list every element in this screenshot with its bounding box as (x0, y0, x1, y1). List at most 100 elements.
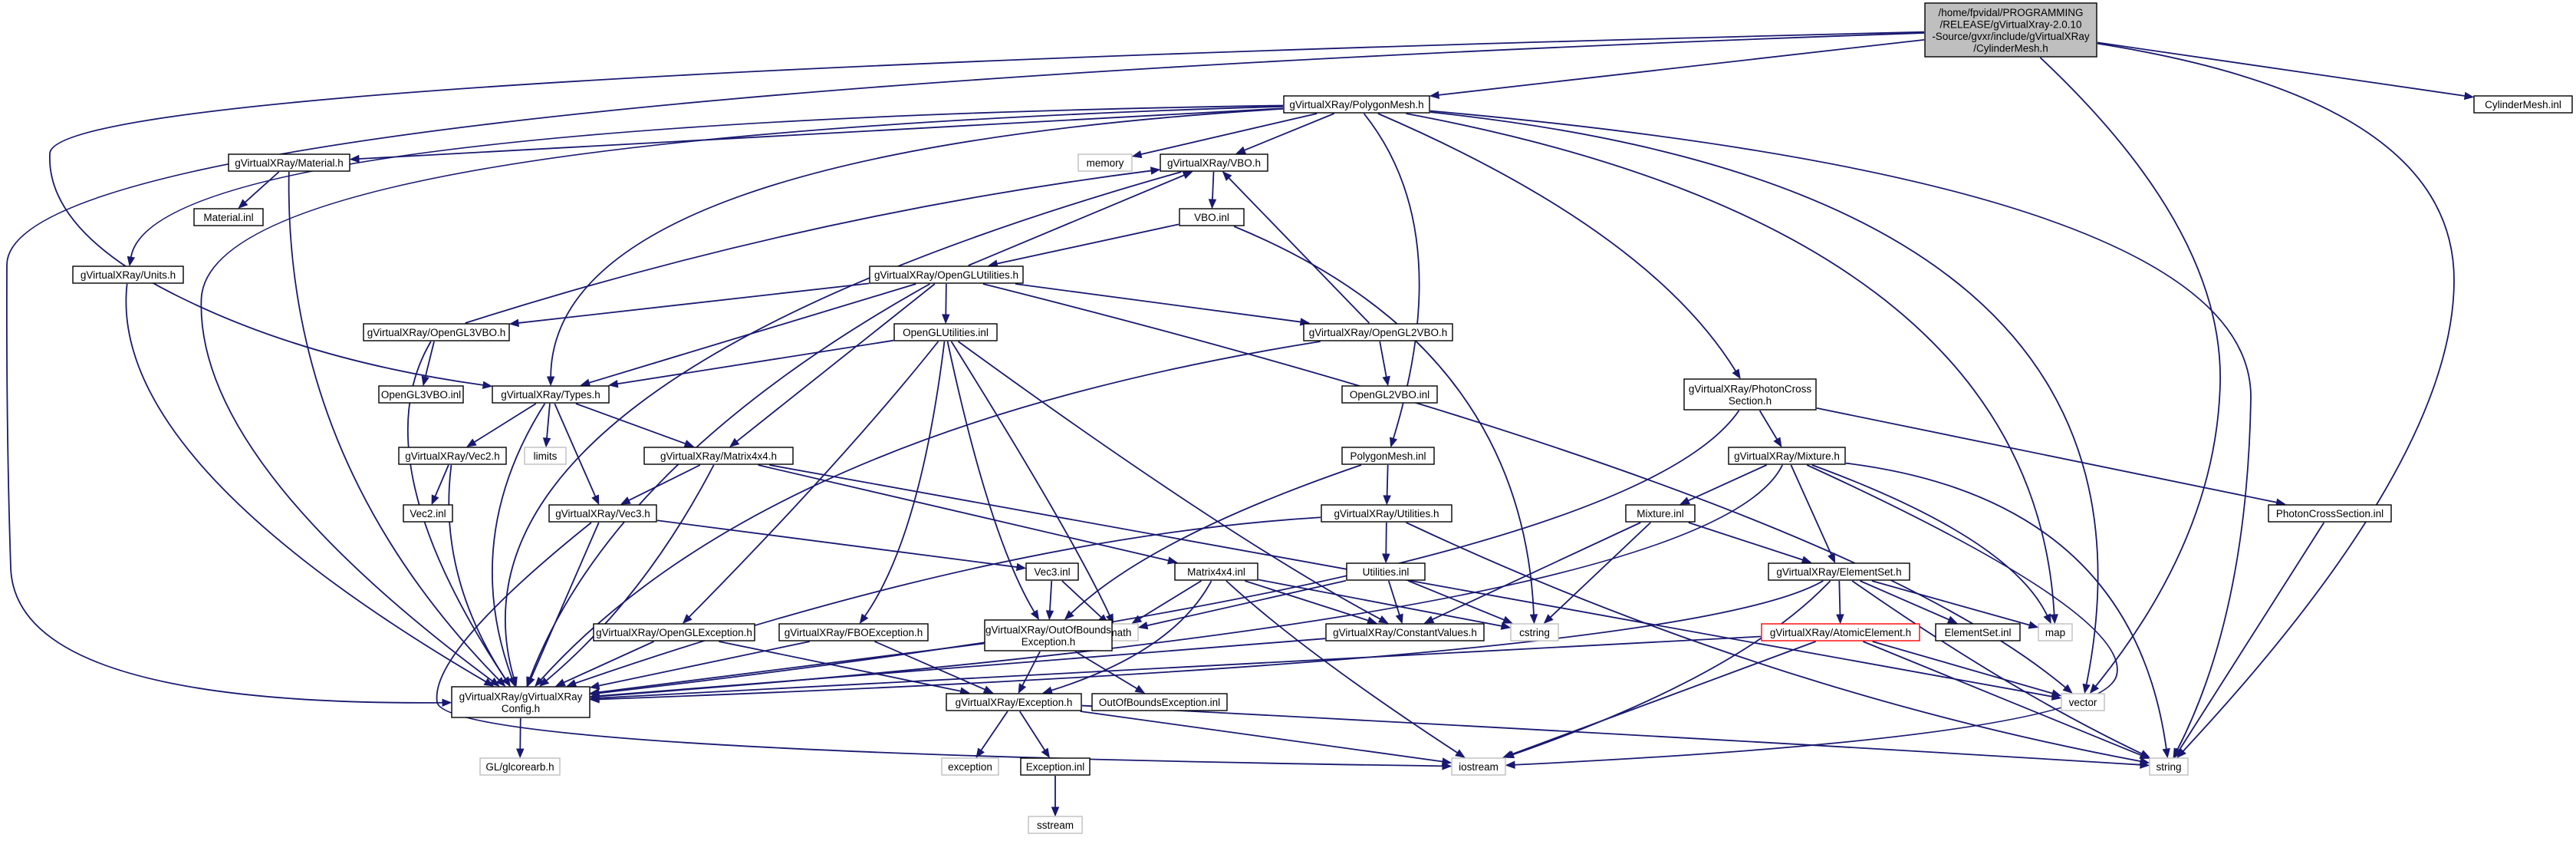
node-label: -Source/gvxr/include/gVirtualXRay (1932, 31, 2090, 42)
node-utilities-inl[interactable]: Utilities.inl (1346, 562, 1426, 581)
edge-atomicelement_h-to-vector (1872, 641, 2053, 694)
node-box (643, 447, 794, 465)
node-vec3-h[interactable]: gVirtualXRay/Vec3.h (548, 504, 657, 523)
node-box (2149, 757, 2189, 776)
edge-mixture_h-to-map (1811, 464, 2048, 616)
edge-openglutilities_h-to-types_h (588, 283, 916, 384)
node-label: Utilities.inl (1363, 566, 1410, 578)
node-elementset-h[interactable]: gVirtualXRay/ElementSet.h (1768, 562, 1910, 581)
edge-mixture_h-to-elementset_h (1790, 464, 1832, 556)
node-box (1728, 447, 1846, 465)
edge-vec3_h-to-vec3_inl (656, 519, 1018, 568)
node-exception[interactable]: exception (941, 757, 999, 776)
arrowhead-atomicelement_h-to-iostream (1502, 750, 1513, 758)
node-vec2-inl[interactable]: Vec2.inl (403, 504, 453, 523)
node-mixture-inl[interactable]: Mixture.inl (1625, 504, 1696, 523)
node-polygonmesh-inl[interactable]: PolygonMesh.inl (1341, 447, 1435, 465)
node-label: gVirtualXRay/Types.h (501, 389, 600, 401)
node-iostream[interactable]: iostream (1451, 757, 1506, 776)
node-units-h[interactable]: gVirtualXRay/Units.h (72, 265, 184, 284)
node-exception-h[interactable]: gVirtualXRay/Exception.h (946, 693, 1082, 711)
edge-elementset_h-to-config_h (598, 580, 1824, 701)
node-outofbounds-inl[interactable]: OutOfBoundsException.inl (1091, 693, 1228, 711)
node-matrix4x4-inl[interactable]: Matrix4x4.inl (1174, 562, 1258, 581)
node-polygonmesh-h[interactable]: gVirtualXRay/PolygonMesh.h (1283, 95, 1430, 114)
node-outofbounds-h[interactable]: gVirtualXRay/OutOfBoundsException.h (984, 619, 1113, 651)
node-mixture-h[interactable]: gVirtualXRay/Mixture.h (1728, 447, 1846, 465)
node-atomicelement-h[interactable]: gVirtualXRay/AtomicElement.h (1761, 623, 1920, 641)
node-label: gVirtualXRay/OpenGL2VBO.h (1309, 327, 1448, 338)
node-material-h[interactable]: gVirtualXRay/Material.h (228, 153, 350, 172)
node-label: gVirtualXRay/Units.h (81, 269, 176, 281)
node-utilities-h[interactable]: gVirtualXRay/Utilities.h (1321, 504, 1452, 523)
edge-matrix4x4_h-to-vec3_h (628, 464, 701, 501)
arrowhead-polygonmesh_h-to-map (2050, 614, 2058, 625)
node-box (1160, 153, 1268, 172)
node-label: Matrix4x4.inl (1187, 566, 1245, 578)
node-memory[interactable]: memory (1077, 153, 1133, 172)
arrowhead-types_h-to-limits (542, 437, 551, 448)
edge-utilities_h-to-string (1406, 522, 2141, 762)
node-fboexception-h[interactable]: gVirtualXRay/FBOException.h (778, 623, 929, 641)
edge-polygonmesh_h-to-photoncross_h (1377, 113, 1737, 372)
node-matrix4x4-h[interactable]: gVirtualXRay/Matrix4x4.h (643, 447, 794, 465)
arrowhead-openglutilities_inl-to-outofbounds_h (1030, 609, 1040, 621)
arrowhead-exception_h-to-iostream (1441, 757, 1452, 766)
node-vec3-inl[interactable]: Vec3.inl (1025, 562, 1079, 581)
node-opengl3vbo-inl[interactable]: OpenGL3VBO.inl (378, 385, 464, 404)
node-openglexception-h[interactable]: gVirtualXRay/OpenGLException.h (593, 623, 755, 641)
node-map[interactable]: map (2038, 623, 2073, 641)
arrowhead-photoncross_inl-to-string (2173, 747, 2183, 759)
node-vector[interactable]: vector (2061, 693, 2105, 711)
edge-root-to-types_h (49, 31, 1925, 386)
node-opengl2vbo-h[interactable]: gVirtualXRay/OpenGL2VBO.h (1303, 323, 1453, 341)
node-sstream[interactable]: sstream (1028, 816, 1083, 834)
node-label: Material.inl (203, 212, 253, 223)
node-cylindermesh-inl[interactable]: CylinderMesh.inl (2473, 95, 2573, 114)
edge-polygonmesh_h-to-memory (1140, 113, 1318, 156)
node-label: cstring (1519, 627, 1550, 638)
node-root[interactable]: /home/fpvidal/PROGRAMMING/RELEASE/gVirtu… (1924, 2, 2097, 58)
arrowhead-utilities_inl-to-constantvalues_h (1395, 613, 1403, 625)
node-material-inl[interactable]: Material.inl (193, 208, 264, 226)
node-constantvalues-h[interactable]: gVirtualXRay/ConstantValues.h (1325, 623, 1485, 641)
node-openglutilities-inl[interactable]: OpenGLUtilities.inl (893, 323, 998, 341)
arrowhead-photoncross_h-to-mixture_h (1773, 437, 1782, 448)
node-opengl2vbo-inl[interactable]: OpenGL2VBO.inl (1341, 385, 1438, 404)
edge-fboexception_h-to-exception_h (874, 641, 985, 691)
node-elementset-inl[interactable]: ElementSet.inl (1935, 623, 2021, 641)
node-cstring[interactable]: cstring (1510, 623, 1559, 641)
node-limits[interactable]: limits (524, 447, 567, 465)
edge-photoncross_h-to-mixture_h (1758, 410, 1778, 440)
node-exception-inl[interactable]: Exception.inl (1020, 757, 1091, 776)
node-glcorearb-h[interactable]: GL/glcorearb.h (479, 757, 561, 776)
node-photoncross-h[interactable]: gVirtualXRay/PhotonCrossSection.h (1683, 378, 1817, 411)
arrowhead-mixture_h-to-mixture_inl (1679, 496, 1691, 505)
arrowhead-atomicelement_h-to-vector (2051, 689, 2062, 698)
edge-matrix4x4_inl-to-constantvalues_h (1245, 580, 1369, 622)
node-vec2-h[interactable]: gVirtualXRay/Vec2.h (398, 447, 507, 465)
arrowhead-atomicelement_h-to-string (2139, 751, 2150, 759)
node-label: gVirtualXRay/Material.h (235, 157, 344, 169)
arrowhead-matrix4x4_inl-to-iostream (1455, 749, 1466, 758)
arrowhead-polygonmesh_h-to-vbo_h (1235, 146, 1246, 154)
node-photoncross-inl[interactable]: PhotonCrossSection.inl (2268, 504, 2392, 523)
node-label: PhotonCrossSection.inl (2276, 508, 2384, 519)
node-openglutilities-h[interactable]: gVirtualXRay/OpenGLUtilities.h (869, 265, 1024, 284)
edge-root-to-string (2097, 42, 2455, 752)
node-vbo-h[interactable]: gVirtualXRay/VBO.h (1160, 153, 1268, 172)
arrowhead-polygonmesh_h-to-vector (2082, 683, 2091, 694)
node-label: gVirtualXRay/Vec2.h (405, 450, 500, 462)
node-types-h[interactable]: gVirtualXRay/Types.h (492, 385, 610, 404)
node-string[interactable]: string (2149, 757, 2189, 776)
edge-opengl2vbo_h-to-config_h (540, 341, 1321, 681)
edge-vbo_h-to-config_h (505, 171, 1182, 678)
node-opengl3vbo-h[interactable]: gVirtualXRay/OpenGL3VBO.h (363, 323, 510, 341)
arrowhead-exception_inl-to-sstream (1051, 806, 1060, 817)
edge-types_h-to-matrix4x4_h (575, 403, 686, 445)
node-label: gVirtualXRay/Utilities.h (1334, 508, 1439, 519)
edge-opengl3vbo_h-to-config_h (407, 341, 506, 680)
node-vbo-inl[interactable]: VBO.inl (1179, 208, 1245, 226)
